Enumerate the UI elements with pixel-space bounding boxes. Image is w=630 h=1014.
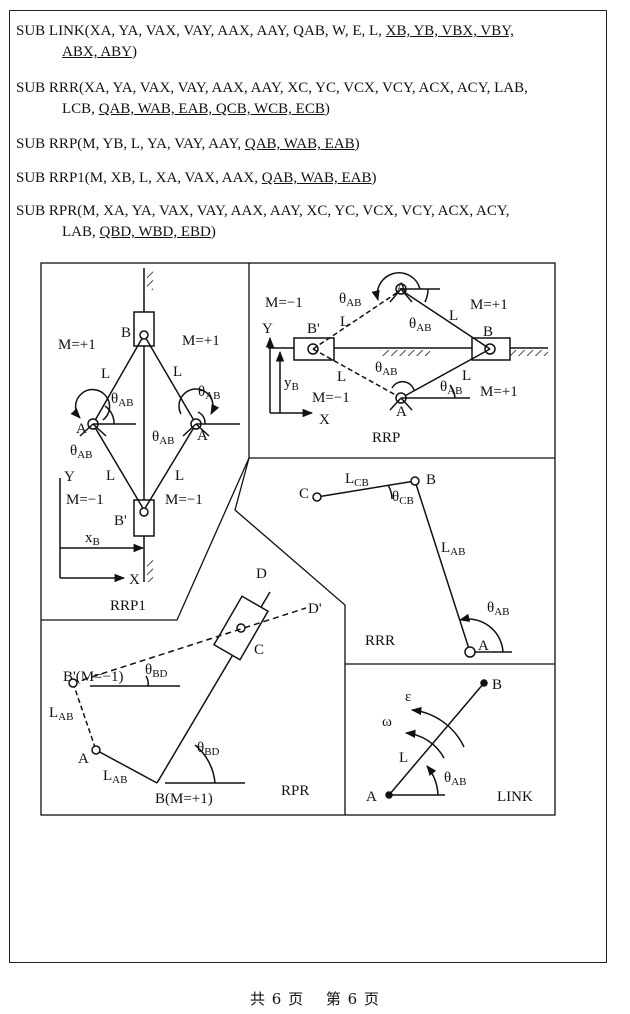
svg-text:L: L bbox=[175, 468, 184, 484]
diagram-panels bbox=[40, 262, 556, 816]
svg-text:θAB: θAB bbox=[444, 770, 466, 788]
diagram-link bbox=[385, 679, 488, 799]
svg-text:θCB: θCB bbox=[392, 489, 414, 507]
total-pages: 共 6 页 bbox=[250, 990, 305, 1008]
svg-text:yB: yB bbox=[284, 375, 299, 393]
svg-text:M=+1: M=+1 bbox=[58, 337, 96, 353]
svg-text:LAB: LAB bbox=[49, 705, 73, 723]
svg-text:D': D' bbox=[308, 601, 322, 617]
rrr-title: RRR bbox=[365, 633, 395, 649]
diagram-rrp1 bbox=[59, 268, 240, 583]
svg-text:θAB: θAB bbox=[339, 291, 361, 309]
svg-text:L: L bbox=[101, 366, 110, 382]
svg-text:B: B bbox=[492, 677, 502, 693]
svg-text:ω: ω bbox=[382, 714, 392, 730]
svg-text:B': B' bbox=[307, 321, 320, 337]
svg-text:B': B' bbox=[114, 513, 127, 529]
svg-text:Y: Y bbox=[262, 321, 273, 337]
svg-text:xB: xB bbox=[85, 530, 100, 548]
svg-text:L: L bbox=[399, 750, 408, 766]
svg-text:θAB: θAB bbox=[487, 600, 509, 618]
svg-text:L: L bbox=[173, 364, 182, 380]
page-frame bbox=[9, 10, 607, 963]
diagram-rpr bbox=[68, 591, 307, 784]
sub-link-line: SUB LINK(XA, YA, VAX, VAY, AAX, AAY, QAB… bbox=[16, 23, 514, 60]
svg-text:θBD: θBD bbox=[145, 662, 168, 680]
svg-text:M=−1: M=−1 bbox=[165, 492, 203, 508]
svg-text:θAB: θAB bbox=[198, 384, 220, 402]
svg-text:θAB: θAB bbox=[111, 391, 133, 409]
svg-text:θAB: θAB bbox=[440, 379, 462, 397]
svg-text:θAB: θAB bbox=[409, 316, 431, 334]
svg-text:D: D bbox=[256, 566, 267, 582]
svg-text:LAB: LAB bbox=[103, 768, 127, 786]
svg-text:A: A bbox=[76, 421, 87, 437]
svg-text:A: A bbox=[197, 428, 208, 444]
diagram-rrr bbox=[312, 476, 512, 658]
svg-text:M=−1: M=−1 bbox=[265, 295, 303, 311]
svg-text:M=+1: M=+1 bbox=[182, 333, 220, 349]
svg-text:Y: Y bbox=[64, 469, 75, 485]
svg-text:θAB: θAB bbox=[70, 443, 92, 461]
svg-text:A: A bbox=[78, 751, 89, 767]
svg-text:B(M=+1): B(M=+1) bbox=[155, 791, 213, 807]
sub-rrr-line: SUB RRR(XA, YA, VAX, VAY, AAX, AAY, XC, … bbox=[16, 80, 528, 117]
svg-text:X: X bbox=[129, 572, 140, 588]
svg-text:L: L bbox=[337, 369, 346, 385]
svg-text:A: A bbox=[366, 789, 377, 805]
svg-text:M=+1: M=+1 bbox=[470, 297, 508, 313]
svg-text:θBD: θBD bbox=[197, 740, 220, 758]
svg-text:L: L bbox=[106, 468, 115, 484]
svg-text:M=−1: M=−1 bbox=[312, 390, 350, 406]
svg-text:ε: ε bbox=[405, 689, 411, 705]
rrp-title: RRP bbox=[372, 430, 400, 446]
svg-text:θAB: θAB bbox=[375, 360, 397, 378]
svg-text:A: A bbox=[396, 280, 407, 296]
diagram-rrp bbox=[265, 272, 548, 418]
svg-text:L: L bbox=[462, 368, 471, 384]
svg-text:M=+1: M=+1 bbox=[480, 384, 518, 400]
svg-text:B: B bbox=[121, 325, 131, 341]
link-title: LINK bbox=[497, 789, 533, 805]
svg-text:A: A bbox=[478, 638, 489, 654]
svg-text:B: B bbox=[426, 472, 436, 488]
svg-text:LCB: LCB bbox=[345, 471, 369, 489]
svg-text:LAB: LAB bbox=[441, 540, 465, 558]
svg-text:X: X bbox=[319, 412, 330, 428]
svg-text:L: L bbox=[449, 308, 458, 324]
svg-text:C: C bbox=[299, 486, 309, 502]
svg-text:A: A bbox=[396, 404, 407, 420]
current-page: 第 6 页 bbox=[325, 990, 380, 1008]
sub-rrp1-line: SUB RRP1(M, XB, L, XA, VAX, AAX, QAB, WA… bbox=[16, 170, 377, 186]
rpr-title: RPR bbox=[281, 783, 309, 799]
sub-rrp-line: SUB RRP(M, YB, L, YA, VAY, AAY, QAB, WAB… bbox=[16, 136, 360, 152]
svg-text:B'(M=−1): B'(M=−1) bbox=[63, 669, 123, 685]
svg-text:B: B bbox=[483, 324, 493, 340]
svg-text:L: L bbox=[340, 314, 349, 330]
rrp1-title: RRP1 bbox=[110, 598, 146, 614]
svg-text:M=−1: M=−1 bbox=[66, 492, 104, 508]
sub-rpr-line: SUB RPR(M, XA, YA, VAX, VAY, AAX, AAY, X… bbox=[16, 203, 510, 240]
page-footer: 共 6 页 第 6 页 bbox=[0, 988, 630, 1009]
svg-text:C: C bbox=[254, 642, 264, 658]
svg-text:θAB: θAB bbox=[152, 429, 174, 447]
